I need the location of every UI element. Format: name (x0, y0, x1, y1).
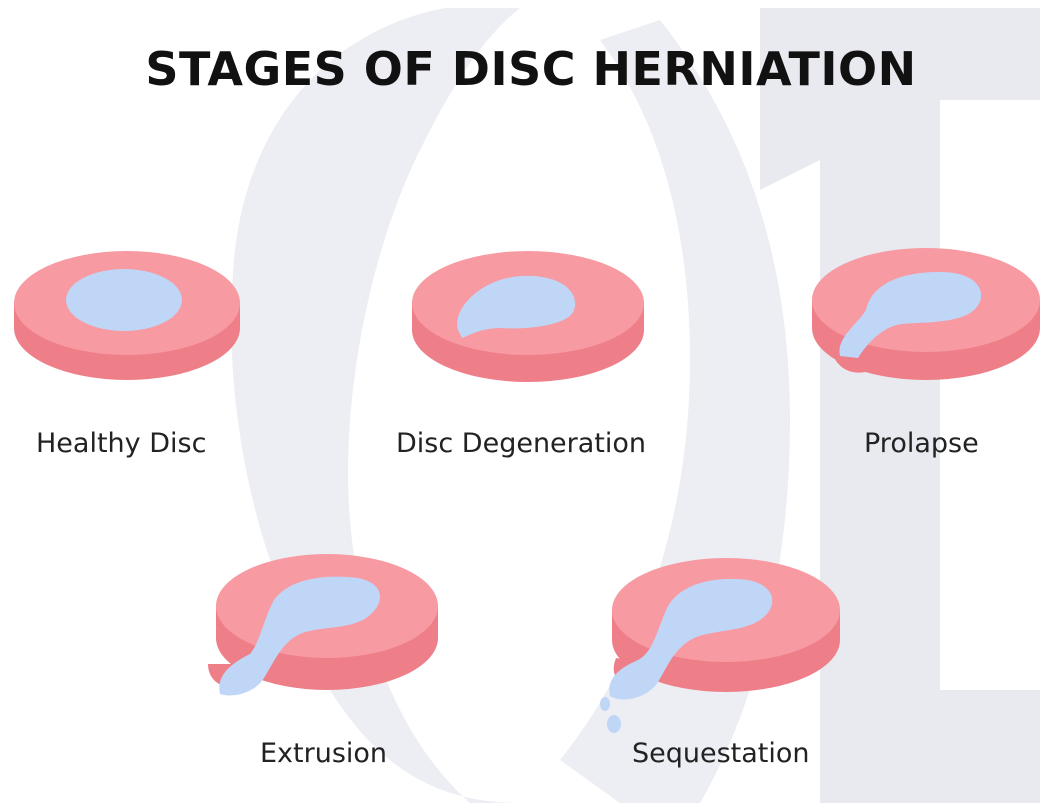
page-title: STAGES OF DISC HERNIATION (0, 42, 1062, 96)
extrusion-label: Extrusion (260, 738, 387, 769)
disc-degeneration-illustration (412, 248, 644, 388)
disc-degeneration-label: Disc Degeneration (396, 428, 646, 459)
healthy-disc-illustration (14, 248, 244, 388)
extrusion-illustration (208, 546, 438, 706)
healthy-disc-label: Healthy Disc (36, 428, 206, 459)
prolapse-illustration (812, 238, 1042, 388)
sequestration-illustration (600, 548, 840, 738)
sequestration-label: Sequestation (632, 738, 810, 769)
prolapse-label: Prolapse (864, 428, 979, 459)
